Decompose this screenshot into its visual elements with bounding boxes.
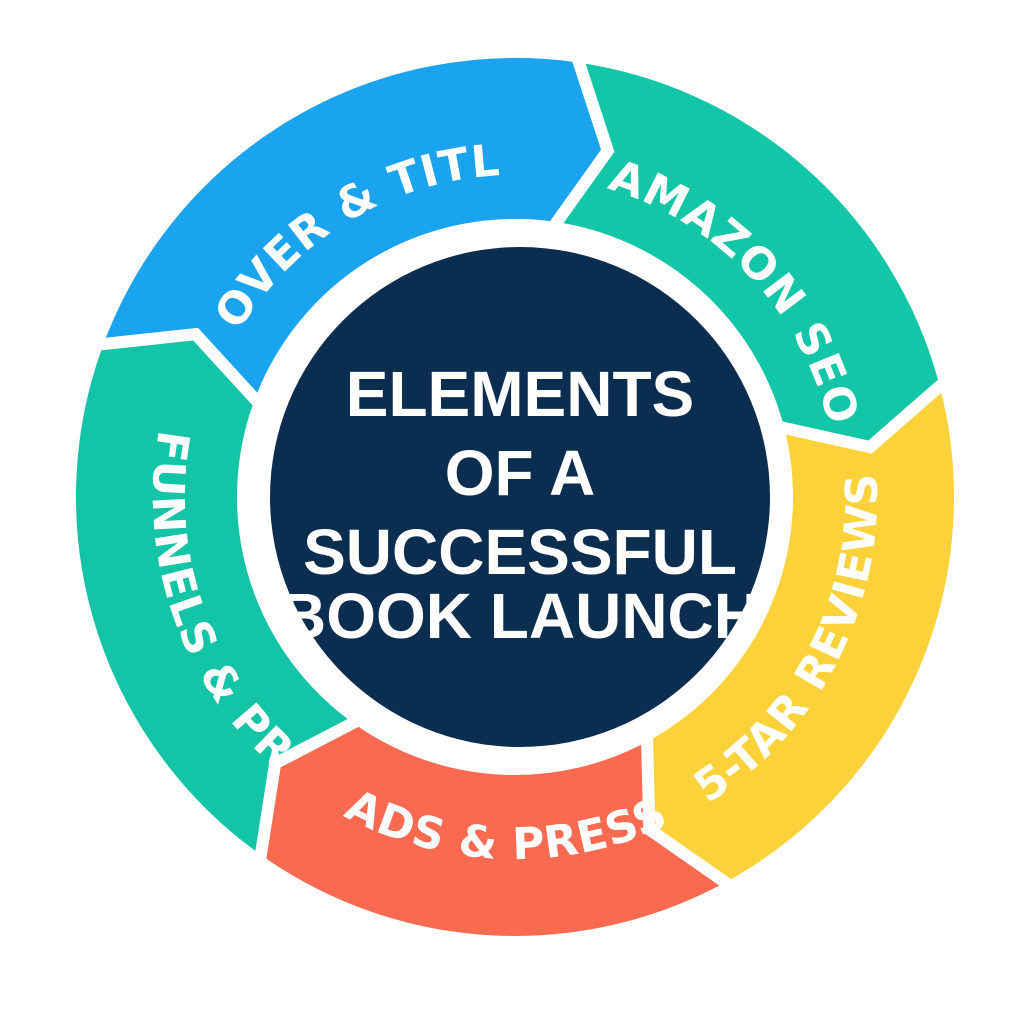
- segment-funnels-pr: [63, 327, 371, 872]
- segments: [63, 46, 966, 948]
- title-line-3: SUCCESSFUL: [303, 516, 737, 588]
- title-line-2: OF A: [445, 437, 596, 509]
- title-line-4: BOOK LAUNCH: [280, 580, 760, 652]
- segment-five-star-reviews: [640, 370, 966, 894]
- center-circle: [270, 247, 770, 747]
- title-line-1: ELEMENTS: [346, 358, 694, 430]
- segment-cover-title: [87, 46, 615, 416]
